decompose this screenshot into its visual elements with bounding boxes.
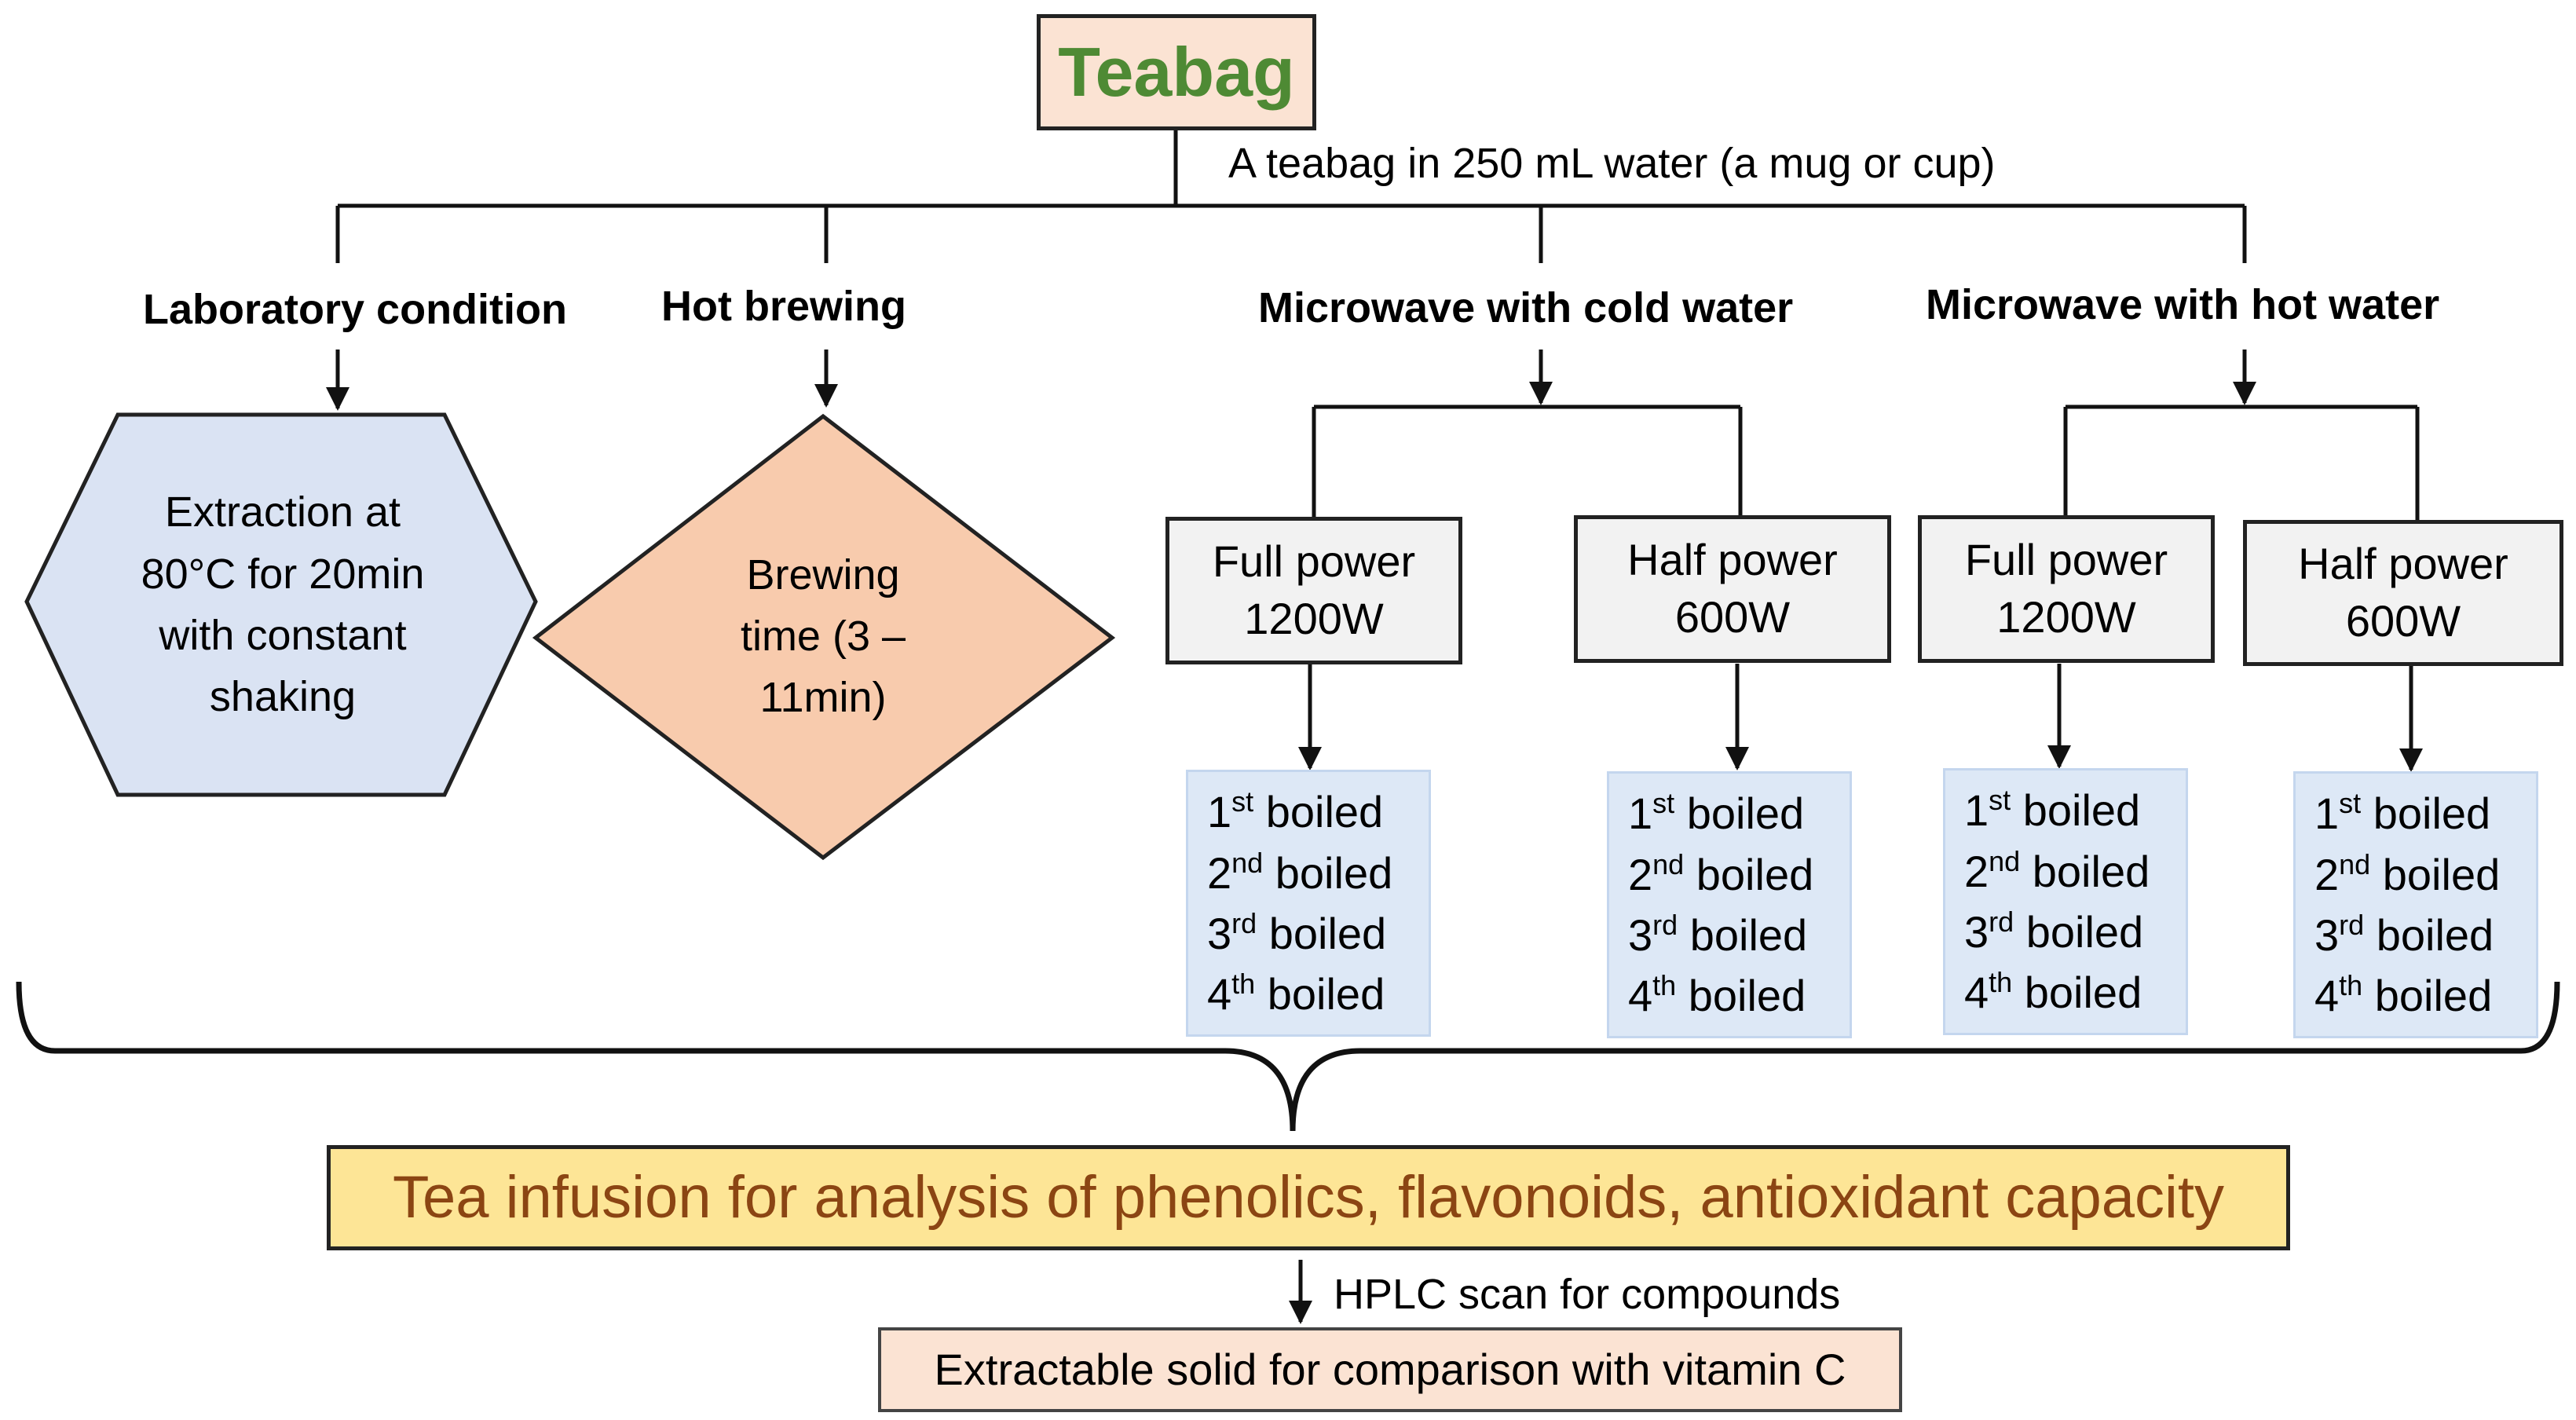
power-watts: 1200W [1996, 592, 2136, 642]
hexagon-lab [24, 412, 538, 797]
boiled-step: 3rd boiled [1207, 907, 1387, 958]
boiled-step: 2nd boiled [1964, 844, 2150, 896]
power-watts: 600W [1674, 592, 1791, 642]
boiled-step: 2nd boiled [2314, 847, 2501, 899]
boiled-step: 4th boiled [1207, 968, 1385, 1019]
method-label-mw-cold: Microwave with cold water [1258, 284, 1794, 331]
boiled-step: 2nd boiled [1628, 847, 1814, 899]
final-box: Extractable solid for comparison with vi… [878, 1327, 1902, 1412]
infusion-text: Tea infusion for analysis of phenolics, … [392, 1163, 2225, 1231]
boiled-list-cold-half: 1st boiled 2nd boiled 3rd boiled 4th boi… [1607, 771, 1852, 1038]
hexagon-text: Extraction at 80°C for 20min with consta… [86, 471, 479, 738]
method-label-lab: Laboratory condition [143, 286, 567, 333]
hplc-note: HPLC scan for compounds [1334, 1271, 1841, 1318]
hexagon-line-1: Extraction at [164, 489, 401, 536]
diamond-hot [532, 413, 1116, 861]
top-note: A teabag in 250 mL water (a mug or cup) [1228, 140, 1996, 187]
boiled-list-cold-full: 1st boiled 2nd boiled 3rd boiled 4th boi… [1186, 770, 1431, 1037]
diamond-line-2: time (3 – [740, 612, 906, 660]
power-box-cold-half: Half power 600W [1574, 515, 1891, 663]
power-watts: 1200W [1244, 594, 1384, 643]
boiled-step: 4th boiled [2314, 969, 2493, 1021]
boiled-step: 3rd boiled [1964, 906, 2144, 957]
final-text: Extractable solid for comparison with vi… [934, 1344, 1846, 1394]
boiled-list-hot-full: 1st boiled 2nd boiled 3rd boiled 4th boi… [1943, 768, 2188, 1035]
teabag-box: Teabag [1037, 14, 1316, 130]
boiled-step: 1st boiled [1207, 785, 1384, 837]
power-label: Full power [1964, 535, 2168, 585]
method-label-hot: Hot brewing [661, 283, 906, 330]
boiled-step: 4th boiled [1964, 966, 2142, 1018]
power-label: Full power [1212, 536, 1416, 587]
power-box-hot-half: Half power 600W [2243, 520, 2563, 666]
boiled-step: 4th boiled [1628, 969, 1806, 1021]
hexagon-line-4: shaking [209, 673, 357, 721]
diamond-text: Brewing time (3 – 11min) [666, 542, 980, 730]
power-box-cold-full: Full power 1200W [1165, 517, 1462, 664]
hexagon-line-2: 80°C for 20min [141, 550, 425, 598]
boiled-step: 1st boiled [2314, 787, 2491, 839]
power-label: Half power [1627, 535, 1838, 585]
curly-brace [16, 981, 2560, 1132]
infusion-box: Tea infusion for analysis of phenolics, … [327, 1145, 2290, 1250]
power-watts: 600W [2345, 596, 2461, 646]
boiled-step: 3rd boiled [1628, 909, 1808, 960]
boiled-list-hot-half: 1st boiled 2nd boiled 3rd boiled 4th boi… [2293, 771, 2538, 1038]
method-label-mw-hot: Microwave with hot water [1926, 281, 2440, 328]
boiled-step: 3rd boiled [2314, 909, 2494, 960]
power-label: Half power [2298, 539, 2508, 589]
boiled-step: 2nd boiled [1207, 846, 1393, 898]
power-box-hot-full: Full power 1200W [1918, 515, 2215, 663]
diamond-line-3: 11min) [759, 674, 887, 722]
boiled-step: 1st boiled [1628, 787, 1805, 839]
boiled-step: 1st boiled [1964, 784, 2141, 836]
diamond-line-1: Brewing [746, 551, 900, 598]
hexagon-line-3: with constant [159, 612, 407, 659]
teabag-title: Teabag [1058, 32, 1295, 111]
